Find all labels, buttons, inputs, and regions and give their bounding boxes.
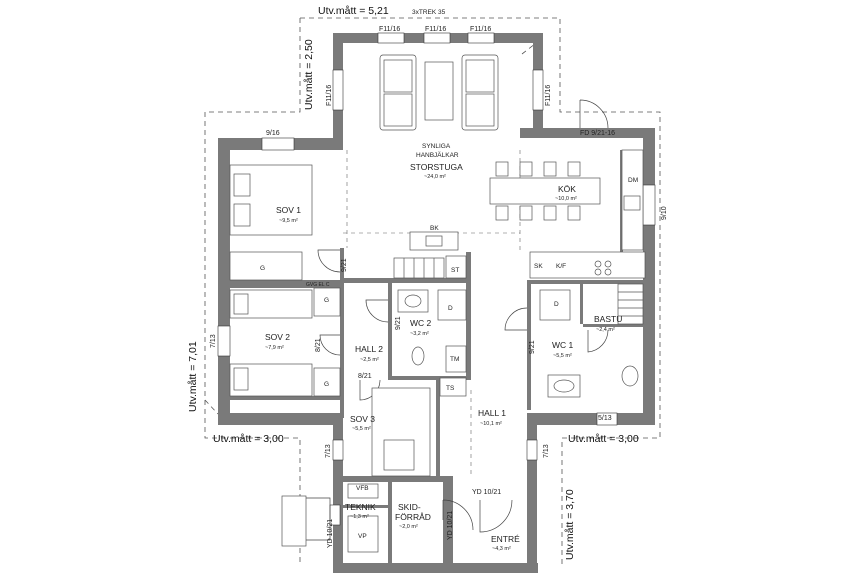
door-label-entre-top: YD 10/21 <box>472 489 501 496</box>
fixture-g3: G <box>324 381 329 388</box>
fixture-vp: VP <box>358 533 367 540</box>
dim-top-left-vertical: Utv.mått = 2,50 <box>303 39 315 110</box>
fixture-gvg: GVG EL C <box>306 282 330 288</box>
window-openings <box>217 32 656 526</box>
kok-name: KÖK <box>558 184 576 194</box>
window-label-hall1: 7/13 <box>543 444 550 458</box>
bastu-area: ~2,4 m² <box>596 327 615 333</box>
hall2-area: ~2,5 m² <box>360 357 379 363</box>
wc2-name: WC 2 <box>410 318 432 328</box>
room-sov2: SOV 2 ~7,9 m² <box>265 332 290 351</box>
skid-name-1: SKID- <box>398 502 421 512</box>
storstuga-note-1: SYNLIGA <box>422 143 451 150</box>
fixture-kf: K/F <box>556 263 566 270</box>
skid-area: ~2,0 m² <box>399 524 418 530</box>
fixture-vfb: VFB <box>356 485 369 492</box>
sov3-area: ~5,5 m² <box>352 426 371 432</box>
door-label-wc1: 9/21 <box>529 340 536 354</box>
room-sov3: SOV 3 ~5,5 m² <box>350 414 375 432</box>
room-hall2: HALL 2 ~2,5 m² <box>355 344 383 363</box>
room-wc1: WC 1 ~5,5 m² <box>552 340 574 359</box>
teknik-area: ~1,3 m² <box>350 514 369 520</box>
window-label-top-2: F11/16 <box>425 26 446 33</box>
door-label-skid: YD 10/21 <box>447 511 454 540</box>
room-hall1: HALL 1 ~10,1 m² <box>478 408 506 427</box>
dim-left-vertical: Utv.mått = 7,01 <box>187 341 199 412</box>
fixture-sk: SK <box>534 263 543 270</box>
fixture-d2: D <box>554 301 559 308</box>
door-label-teknik: YD 10/21 <box>327 519 334 548</box>
skid-name-2: FÖRRÅD <box>395 512 431 522</box>
storstuga-note-2: HANBJÄLKAR <box>416 151 459 159</box>
storstuga-name: STORSTUGA <box>410 162 463 172</box>
fixture-dm: DM <box>628 177 638 184</box>
dim-right-horizontal: Utv.mått = 3,00 <box>568 433 639 445</box>
stair-note: 3xTREK 35 <box>412 9 446 16</box>
storstuga-area: ~24,0 m² <box>424 174 446 180</box>
room-skid: SKID- FÖRRÅD ~2,0 m² <box>395 502 431 530</box>
sov2-area: ~7,9 m² <box>265 345 284 351</box>
window-label-kitchen-side: 9/10 <box>661 206 668 220</box>
room-sov1: SOV 1 ~9,5 m² <box>276 205 301 224</box>
wc1-name: WC 1 <box>552 340 574 350</box>
window-label-sov3: 7/13 <box>325 444 332 458</box>
room-teknik: TEKNIK ~1,3 m² <box>345 502 376 520</box>
dim-top: Utv.mått = 5,21 <box>318 5 389 17</box>
fixture-st: ST <box>451 267 459 274</box>
sov1-area: ~9,5 m² <box>279 218 298 224</box>
window-label-wc1: 5/13 <box>598 415 612 422</box>
fixture-bk: BK <box>430 225 439 232</box>
room-storstuga: SYNLIGA HANBJÄLKAR STORSTUGA ~24,0 m² <box>410 143 463 180</box>
kok-area: ~10,0 m² <box>555 196 577 202</box>
room-wc2: WC 2 ~3,2 m² <box>410 318 432 337</box>
wc1-area: ~5,5 m² <box>553 353 572 359</box>
sov3-name: SOV 3 <box>350 414 375 424</box>
hall2-name: HALL 2 <box>355 344 383 354</box>
entre-area: ~4,3 m² <box>492 546 511 552</box>
fixture-g1: G <box>260 265 265 272</box>
entre-name: ENTRÉ <box>491 534 520 544</box>
door-label-sov1: 9/21 <box>341 258 348 272</box>
fixture-tm: TM <box>450 356 459 363</box>
fixture-ts: TS <box>446 385 455 392</box>
hall1-name: HALL 1 <box>478 408 506 418</box>
window-label-sov2-side: 7/13 <box>210 334 217 348</box>
room-entre: ENTRÉ ~4,3 m² <box>491 534 520 552</box>
window-label-kitchen-door: FD 9/21-16 <box>580 130 615 137</box>
dim-right-vertical: Utv.mått = 3,70 <box>564 489 576 560</box>
teknik-name: TEKNIK <box>345 502 376 512</box>
room-kok: KÖK ~10,0 m² <box>555 184 577 202</box>
wc2-area: ~3,2 m² <box>410 331 429 337</box>
window-label-top-3: F11/16 <box>470 26 491 33</box>
door-label-hall2: 8/21 <box>315 338 322 352</box>
fixture-g2: G <box>324 297 329 304</box>
window-label-sov1: 9/16 <box>266 130 280 137</box>
fixture-d1: D <box>448 305 453 312</box>
sov1-name: SOV 1 <box>276 205 301 215</box>
room-bastu: BASTU ~2,4 m² <box>594 314 622 333</box>
dim-left-horizontal: Utv.mått = 3,00 <box>213 433 284 445</box>
door-label-wc2: 9/21 <box>395 316 402 330</box>
bastu-name: BASTU <box>594 314 622 324</box>
window-label-bay-left: F11/16 <box>326 85 333 106</box>
sov2-name: SOV 2 <box>265 332 290 342</box>
window-label-bay-right: F11/16 <box>545 85 552 106</box>
hall1-area: ~10,1 m² <box>480 421 502 427</box>
furniture <box>229 54 646 553</box>
window-label-top-1: F11/16 <box>379 26 400 33</box>
door-label-sov3: 8/21 <box>358 373 372 380</box>
